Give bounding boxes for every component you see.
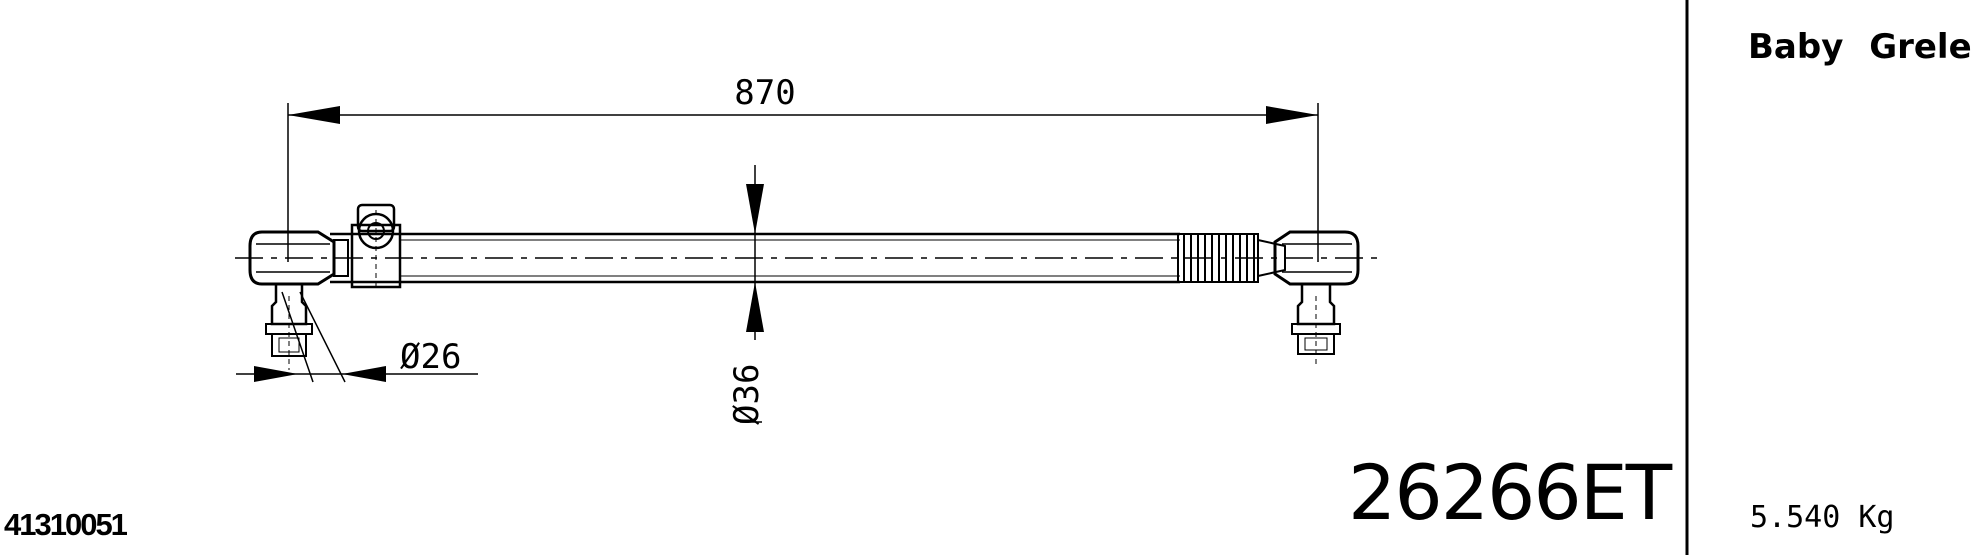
tie-rod-tube: [235, 232, 1380, 284]
stud-diameter-label: Ø26: [400, 337, 461, 377]
thread-section: [1177, 233, 1259, 283]
arrow-left: [288, 106, 340, 124]
reference-number: 41310051: [4, 507, 128, 542]
length-dimension: 870: [287, 73, 1319, 262]
right-ball-joint: [1273, 230, 1360, 366]
stud-diameter-dimension: Ø26: [236, 337, 478, 382]
tube-diameter-dimension: Ø36: [727, 165, 767, 425]
tube-clamp: [350, 203, 402, 289]
model-name: Baby Grele: [1748, 27, 1972, 67]
part-number: 26266ET: [1348, 448, 1672, 537]
arrow-right: [1266, 106, 1318, 124]
left-ball-joint: [248, 230, 349, 383]
length-label: 870: [734, 73, 795, 113]
tube-diameter-label: Ø36: [727, 364, 767, 425]
weight-value: 5.540 Kg: [1750, 500, 1895, 535]
